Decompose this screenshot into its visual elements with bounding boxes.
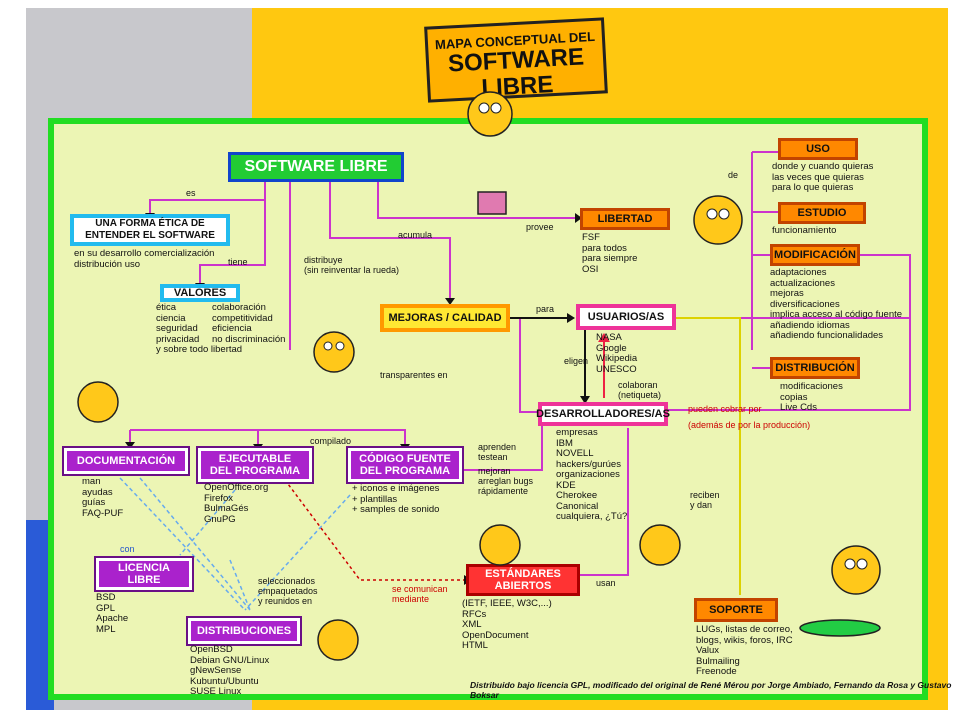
edge-label-reciben: reciben y dan (690, 490, 720, 510)
forma-etica-description: en su desarrollo comercialización distri… (74, 248, 215, 270)
soporte-description: LUGs, listas de correo, blogs, wikis, fo… (696, 624, 793, 677)
connector-acumula (329, 182, 451, 302)
documentacion-description: man ayudas guías FAQ-PUF (82, 476, 124, 519)
estandares-description: (IETF, IEEE, W3C,...) RFCs XML OpenDocum… (462, 598, 552, 651)
node-distribucion: DISTRIBUCIÓN (770, 357, 860, 379)
node-usuarios: USUARIOS/AS (576, 304, 676, 330)
node-modificacion: MODIFICACIÓN (770, 244, 860, 266)
edge-label-aprenden: aprenden testean (478, 442, 517, 462)
edge-label-transparentes: transparentes en (380, 370, 448, 380)
node-software-libre: SOFTWARE LIBRE (228, 152, 404, 182)
connector-modificacion-right (860, 254, 911, 318)
edge-label-se-comunican: se comunican mediante (392, 584, 448, 604)
edge-label-ademas: (además de por la producción) (688, 420, 811, 430)
connector-usan (580, 428, 629, 576)
node-desarrolladores: DESARROLLADORES/AS (536, 402, 670, 426)
connector-aprenden (462, 425, 543, 471)
codigo-description: + iconos e imágenes + plantillas + sampl… (352, 483, 440, 515)
connector-blue-dashed (119, 477, 351, 611)
valores-list-2: colaboración competitividad eficiencia n… (212, 302, 286, 345)
mascot-center-icon (313, 331, 355, 373)
distribuciones-description: OpenBSD Debian GNU/Linux gNewSense Kubun… (190, 644, 270, 697)
node-mejoras-calidad: MEJORAS / CALIDAD (380, 304, 510, 332)
edge-label-tiene: tiene (228, 257, 248, 267)
usuarios-description: NASA Google Wikipedia UNESCO (596, 332, 638, 375)
node-codigo-fuente: CÓDIGO FUENTE DEL PROGRAMA (346, 446, 464, 484)
connector-tiene (199, 182, 266, 283)
connector-de (751, 151, 778, 369)
node-ejecutable: EJECUTABLE DEL PROGRAMA (196, 446, 314, 484)
skateboard-icon (799, 619, 881, 637)
ejecutable-description: OpenOffice.org Firefox BulmaGés GnuPG (204, 482, 269, 525)
node-soporte: SOPORTE (694, 598, 778, 622)
uso-description: donde y cuando quieras las veces que qui… (772, 161, 874, 193)
node-libertad: LIBERTAD (580, 208, 670, 230)
valores-list-1: ética ciencia seguridad privacidad y sob… (156, 302, 243, 355)
edge-label-de: de (728, 170, 739, 180)
libertad-description: FSF para todos para siempre OSI (582, 232, 638, 275)
connector-usuarios-right (668, 317, 911, 411)
desarrolladores-description: empresas IBM NOVELL hackers/gurúes organ… (556, 427, 628, 522)
connector-red-dashed (284, 479, 464, 581)
modificacion-description: adaptaciones actualizaciones mejoras div… (770, 267, 903, 341)
estudio-description: funcionamiento (772, 225, 837, 236)
mascot-skate-icon (831, 545, 881, 595)
node-licencia-libre: LICENCIA LIBRE (94, 556, 194, 592)
mascot-reader-icon (317, 619, 359, 661)
box-icon (477, 191, 507, 215)
node-estandares-abiertos: ESTÁNDARES ABIERTOS (466, 564, 580, 596)
edge-label-mejoran: mejoran arreglan bugs rápidamente (478, 466, 534, 496)
licencia-description: BSD GPL Apache MPL (96, 592, 129, 635)
edge-label-pueden-cobrar: pueden cobrar por (688, 404, 762, 414)
edge-label-es: es (186, 188, 196, 198)
edge-label-con: con (120, 544, 135, 554)
mascot-upside-icon (639, 524, 681, 566)
distribucion-description: modificaciones copias Live Cds (780, 381, 843, 413)
node-distribuciones: DISTRIBUCIONES (186, 616, 302, 646)
edge-label-seleccionados: seleccionados empaquetados y reunidos en (258, 576, 318, 606)
edge-label-compilado: compilado (310, 436, 352, 446)
edge-label-provee: provee (526, 222, 554, 232)
node-forma-etica: UNA FORMA ÉTICA DE ENTENDER EL SOFTWARE (70, 214, 230, 246)
mascot-bottom-icon (479, 524, 521, 566)
connector-yellow-soporte (676, 317, 741, 595)
credit-line: Distribuido bajo licencia GPL, modificad… (470, 680, 952, 700)
node-valores: VALORES (160, 284, 240, 302)
node-estudio: ESTUDIO (778, 202, 866, 224)
mascot-left-icon (77, 381, 119, 423)
edge-label-distribuye: distribuye (sin reinventar la rueda) (304, 255, 400, 275)
edge-label-para: para (536, 304, 555, 314)
node-uso: USO (778, 138, 858, 160)
mascot-top-icon (467, 91, 513, 137)
edge-label-usan: usan (596, 578, 616, 588)
edge-label-eligen: eligen (564, 356, 589, 366)
edge-label-acumula: acumula (398, 230, 433, 240)
connector-provee (377, 182, 578, 219)
node-documentacion: DOCUMENTACIÓN (62, 446, 190, 476)
mascot-libertad-icon (693, 195, 743, 245)
edge-label-colaboran: colaboran (netiqueta) (618, 380, 662, 400)
